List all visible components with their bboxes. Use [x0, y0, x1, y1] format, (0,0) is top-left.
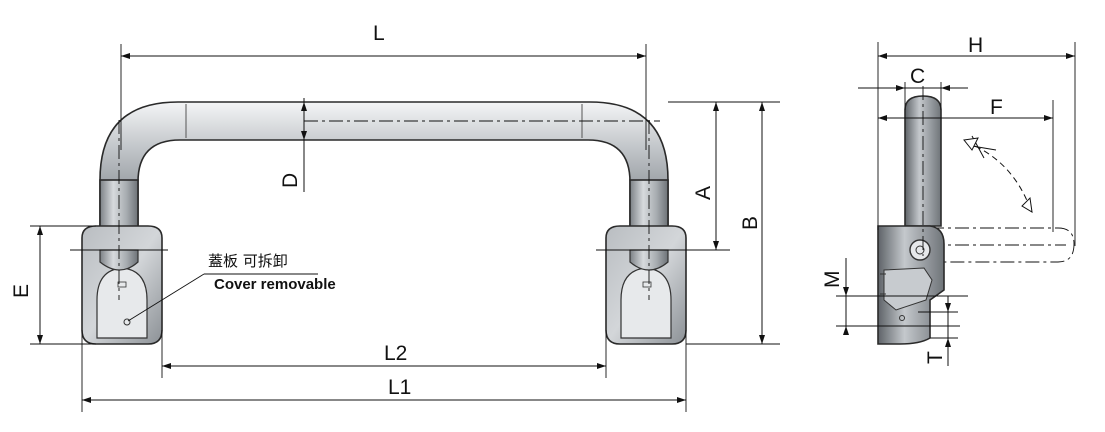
front-view — [70, 101, 730, 345]
label-M: M — [821, 271, 844, 289]
label-T: T — [924, 351, 947, 364]
label-D: D — [279, 173, 302, 188]
label-B: B — [739, 216, 762, 230]
dim-H: H — [877, 34, 1076, 246]
dim-F: F — [878, 96, 1054, 232]
label-A: A — [692, 186, 715, 200]
label-L2: L2 — [384, 342, 407, 365]
dim-A: A — [668, 101, 780, 250]
left-base — [81, 225, 163, 345]
cover-note: 蓋板 可拆卸 Cover removable — [127, 252, 336, 322]
right-base — [605, 225, 687, 345]
dim-E: E — [10, 225, 96, 345]
note-english: Cover removable — [214, 276, 336, 293]
dim-B: B — [686, 102, 780, 345]
label-E: E — [10, 284, 33, 298]
label-C: C — [910, 65, 925, 88]
dim-T: T — [918, 296, 958, 366]
dim-L: L — [120, 22, 647, 150]
dim-L2: L2 — [161, 330, 607, 378]
label-H: H — [968, 34, 983, 57]
handle-bar — [99, 101, 669, 241]
label-F: F — [990, 96, 1003, 119]
note-chinese: 蓋板 可拆卸 — [208, 252, 288, 270]
label-L: L — [373, 22, 385, 45]
rotation-arrow — [965, 141, 1031, 209]
dim-L1: L1 — [81, 330, 687, 412]
side-view — [877, 86, 1075, 345]
label-L1: L1 — [388, 376, 411, 399]
dim-C: C — [858, 65, 968, 110]
dim-M: M — [821, 258, 968, 335]
dim-D: D — [279, 98, 307, 192]
